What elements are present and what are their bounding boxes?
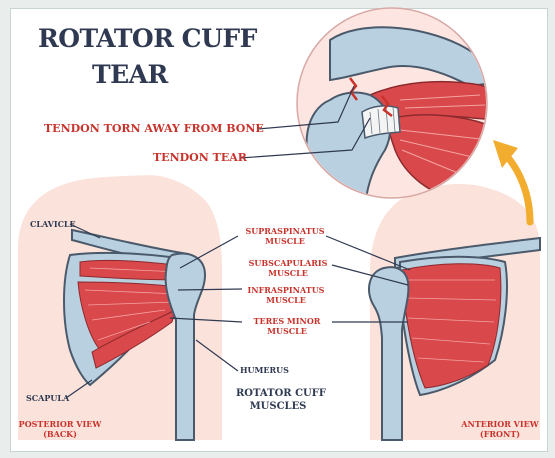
label-anterior-view: ANTERIOR VIEW (FRONT) xyxy=(460,419,540,439)
label-subscapularis: SUBSCAPULARIS MUSCLE xyxy=(242,258,334,278)
label-infraspinatus-line2: MUSCLE xyxy=(242,295,330,305)
label-supraspinatus: SUPRASPINATUS MUSCLE xyxy=(242,226,328,246)
label-posterior-view: POSTERIOR VIEW (BACK) xyxy=(18,419,102,439)
label-subscapularis-line1: SUBSCAPULARIS xyxy=(242,258,334,268)
callout-tendon-tear: TENDON TEAR xyxy=(153,151,247,164)
label-posterior-line2: (BACK) xyxy=(18,429,102,439)
label-rotator-cuff-line1: ROTATOR CUFF xyxy=(236,387,320,400)
label-teres-minor: TERES MINOR MUSCLE xyxy=(244,316,330,336)
label-supraspinatus-line1: SUPRASPINATUS xyxy=(242,226,328,236)
label-scapula: SCAPULA xyxy=(26,393,69,403)
label-clavicle: CLAVICLE xyxy=(30,219,76,229)
label-anterior-line2: (FRONT) xyxy=(460,429,540,439)
label-rotator-cuff-line2: MUSCLES xyxy=(236,400,320,413)
label-infraspinatus: INFRASPINATUS MUSCLE xyxy=(242,285,330,305)
label-infraspinatus-line1: INFRASPINATUS xyxy=(242,285,330,295)
label-teres-minor-line2: MUSCLE xyxy=(244,326,330,336)
label-supraspinatus-line2: MUSCLE xyxy=(242,236,328,246)
callout-tendon-torn: TENDON TORN AWAY FROM BONE xyxy=(44,122,264,135)
label-humerus: HUMERUS xyxy=(240,365,289,375)
label-teres-minor-line1: TERES MINOR xyxy=(244,316,330,326)
label-subscapularis-line2: MUSCLE xyxy=(242,268,334,278)
title-line1: ROTATOR CUFF xyxy=(38,24,257,53)
title-line2: TEAR xyxy=(92,60,168,89)
label-anterior-line1: ANTERIOR VIEW xyxy=(460,419,540,429)
label-posterior-line1: POSTERIOR VIEW xyxy=(18,419,102,429)
label-rotator-cuff-muscles: ROTATOR CUFF MUSCLES xyxy=(236,387,320,413)
